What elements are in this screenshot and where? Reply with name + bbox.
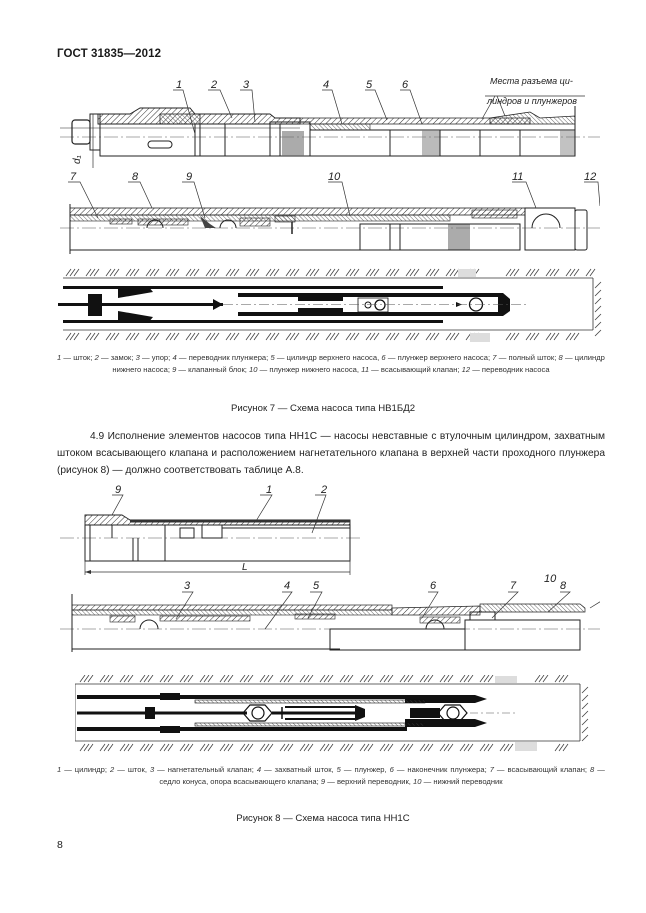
figure7-legend-item: 5 — цилиндр верхнего насоса, xyxy=(270,353,380,362)
page-number: 8 xyxy=(57,839,63,851)
figure7-annotation-line2: линдров и плунжеров xyxy=(486,96,577,106)
figure7-legend-item: 2 — замок; xyxy=(94,353,134,362)
figure7-callout-7: 7 xyxy=(70,172,77,183)
figure8-callout-5: 5 xyxy=(313,580,320,592)
figure8-legend-item: 7 — всасывающий клапан; xyxy=(489,765,588,774)
document-header-standard: ГОСТ 31835—2012 xyxy=(57,48,162,60)
figure8-legend-item: 2 — шток, xyxy=(110,765,147,774)
figure7-legend: 1 — шток; 2 — замок; 3 — упор; 4 — перев… xyxy=(57,352,605,375)
section-4-9-text: 4.9 Исполнение элементов насосов типа НН… xyxy=(57,431,605,476)
figure7-legend-item: 4 — переводник плунжера; xyxy=(172,353,269,362)
figure8-callout-8: 8 xyxy=(560,580,567,592)
figure8-legend-item: 6 — наконечник плунжера; xyxy=(389,765,487,774)
figure7-legend-item: 7 — полный шток; xyxy=(492,353,557,362)
figure8-legend-item: 3 — нагнетательный клапан; xyxy=(149,765,254,774)
figure8-callout-3: 3 xyxy=(184,580,191,592)
figure7-legend-item: 12 — переводник насоса xyxy=(461,364,550,374)
figure7-legend-item: 11 — всасывающий клапан; xyxy=(361,364,460,374)
figure7-callout-6: 6 xyxy=(402,79,409,91)
figure7-callout-5: 5 xyxy=(366,79,373,91)
figure8-title: Рисунок 8 — Схема насоса типа НН1С xyxy=(236,813,410,824)
figure7-legend-item: 10 — плунжер нижнего насоса, xyxy=(249,364,360,374)
figure7-title: Рисунок 7 — Схема насоса типа НВ1БД2 xyxy=(230,403,416,414)
figure7-callout-2: 2 xyxy=(210,79,217,91)
figure8-callout-6: 6 xyxy=(430,580,437,592)
figure7-well-schematic xyxy=(58,268,602,342)
figure8-legend-item: 5 — плунжер, xyxy=(336,765,387,774)
figure8-drawing-lower-section: 3 4 5 6 7 8 10 xyxy=(60,573,600,652)
figure7-drawing-lower-section: 7 8 9 10 11 12 xyxy=(60,172,600,254)
figure7-callout-10: 10 xyxy=(328,172,341,183)
figure8-well-schematic xyxy=(75,675,589,752)
section-4-9-paragraph: 4.9 Исполнение элементов насосов типа НН… xyxy=(57,428,605,479)
figure8-callout-7: 7 xyxy=(510,580,517,592)
figure7-callout-11: 11 xyxy=(512,172,523,183)
figure7-legend-item: 8 — цилиндр нижнего насоса; xyxy=(112,353,605,374)
figure7-legend-item: 1 — шток; xyxy=(57,353,93,362)
figure8-dimension-L: L xyxy=(242,562,248,573)
figure8-callout-9: 9 xyxy=(115,485,121,496)
figure8-callout-4: 4 xyxy=(284,580,290,592)
figure8-drawing-upper-section: L 9 1 2 xyxy=(60,485,360,575)
figure7-callout-12: 12 xyxy=(584,172,596,183)
figure7-legend-item: 9 — клапанный блок; xyxy=(172,364,247,374)
figure7-legend-item: 6 — плунжер верхнего насоса; xyxy=(381,353,491,362)
figure7-callout-3: 3 xyxy=(243,79,250,91)
figure8-legend-item: 1 — цилиндр; xyxy=(57,765,108,774)
figure8-legend-item: 4 — захватный шток, xyxy=(256,765,334,774)
figure8-legend-item: 9 — верхний переводник, xyxy=(320,776,411,786)
figure8-legend-item: 10 — нижний переводник xyxy=(413,776,503,786)
figure7-annotation-line1: Места разъема ци- xyxy=(490,78,573,86)
figure7-callout-9: 9 xyxy=(186,172,192,183)
figure8-callout-10: 10 xyxy=(544,573,557,585)
figure7-legend-item: 3 — упор; xyxy=(135,353,171,362)
figure8-legend: 1 — цилиндр; 2 — шток, 3 — нагнетательны… xyxy=(57,764,605,787)
figure8-legend-item: 8 — седло конуса, опора всасывающего кла… xyxy=(159,765,605,786)
figure8-callout-1: 1 xyxy=(266,485,272,496)
figure7-callout-1: 1 xyxy=(176,79,182,91)
figure7-callout-4: 4 xyxy=(323,79,329,91)
figure8-callout-2: 2 xyxy=(320,485,327,496)
figure7-drawing-upper-section: d₁ 1 2 3 4 5 6 Места разъема ци- линдров… xyxy=(60,78,600,168)
figure7-callout-8: 8 xyxy=(132,172,139,183)
figure7-dimension-d1: d₁ xyxy=(72,155,83,164)
